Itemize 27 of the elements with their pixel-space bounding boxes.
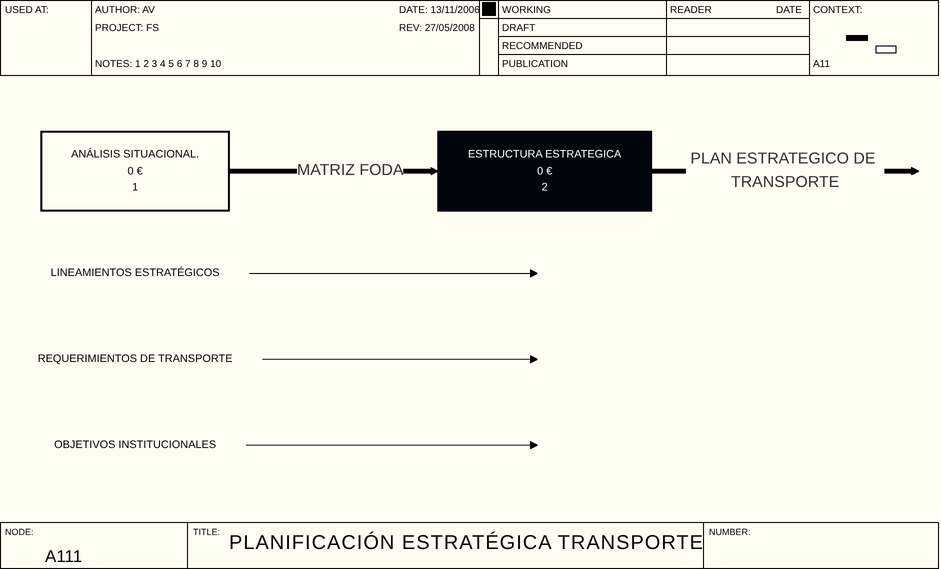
activity-box: ANÁLISIS SITUACIONAL. 0 € 1 xyxy=(40,130,230,212)
form-label: TITLE: xyxy=(193,526,220,538)
input-label: OBJETIVOS INSTITUCIONALES xyxy=(54,438,216,451)
context-number: A11 xyxy=(813,58,830,71)
form-label: NOTES: 1 2 3 4 5 6 7 8 9 10 xyxy=(95,58,222,71)
status-label: DRAFT xyxy=(502,22,536,35)
form-label: USED AT: xyxy=(5,4,49,17)
form-label: READER xyxy=(670,4,712,17)
diagram-title: PLANIFICACIÓN ESTRATÉGICA TRANSPORTE xyxy=(229,531,704,555)
form-label: NODE: xyxy=(5,526,34,538)
arrow xyxy=(248,269,538,278)
form-label: AUTHOR: AV xyxy=(95,4,155,17)
status-label: RECOMMENDED xyxy=(502,40,583,53)
arrow xyxy=(245,440,538,450)
form-label: DATE: 13/11/2006 xyxy=(399,4,480,17)
form-label: REV: 27/05/2008 xyxy=(399,22,475,35)
form-label: CONTEXT: xyxy=(813,4,862,17)
input-label: LINEAMIENTOS ESTRATÉGICOS xyxy=(50,267,220,280)
form-label: PROJECT: FS xyxy=(95,22,159,35)
status-label: WORKING xyxy=(502,4,551,17)
status-label: PUBLICATION xyxy=(502,58,568,71)
arrow xyxy=(262,354,538,364)
activity-box: ESTRUCTURA ESTRATEGICA 0 € 2 xyxy=(437,130,652,212)
input-label: REQUERIMIENTOS DE TRANSPORTE xyxy=(38,353,232,366)
node-number: A111 xyxy=(45,547,82,567)
form-label: NUMBER: xyxy=(709,526,751,538)
form-label: DATE xyxy=(776,4,802,17)
